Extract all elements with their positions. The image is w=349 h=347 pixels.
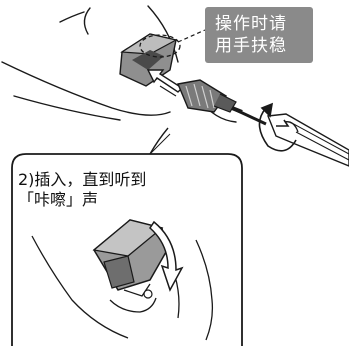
step-instruction: 2)插入，直到听到 「咔嚓」声 <box>18 170 218 210</box>
insert-arrow-icon <box>146 69 184 97</box>
step-line-2: 「咔嚓」声 <box>18 190 99 209</box>
rotate-arrow-icon <box>258 102 299 152</box>
caution-callout: 操作时请 用手扶稳 <box>205 7 313 63</box>
detail-clip <box>92 219 167 313</box>
caution-line-2: 用手扶稳 <box>215 36 287 56</box>
caution-line-1: 操作时请 <box>215 14 287 34</box>
screwdriver-icon <box>231 106 349 167</box>
step-line-1: 2)插入，直到听到 <box>18 170 147 189</box>
callout-leader <box>177 29 206 43</box>
clip-arrow-icon <box>149 220 184 292</box>
highlight-ellipse <box>139 34 181 58</box>
connector-icon <box>177 79 237 113</box>
port-housing <box>119 29 206 87</box>
